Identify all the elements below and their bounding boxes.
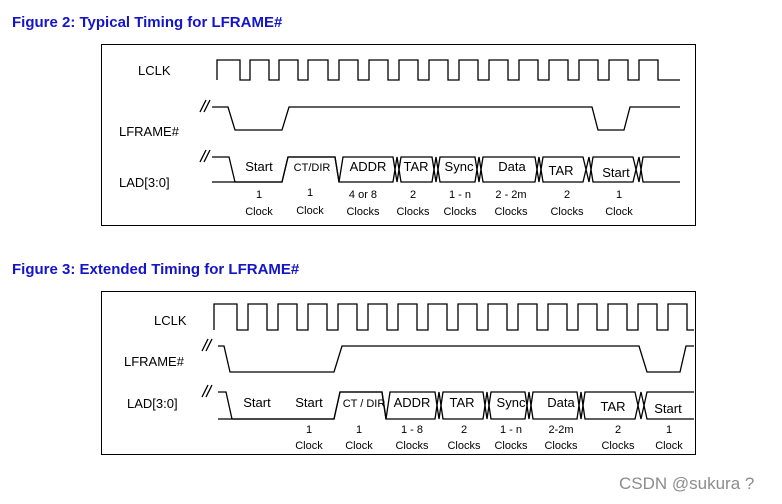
phase-unit: Clock	[605, 206, 633, 218]
phase-count: 2-2m	[548, 424, 573, 436]
phase-count: 2	[410, 189, 416, 201]
phase-label: Sync	[497, 395, 526, 410]
phase-unit: Clock	[295, 440, 323, 452]
phase-unit: Clocks	[443, 206, 477, 218]
phase-label: TAR	[600, 399, 625, 414]
figure-3-diagram: LCLK LFRAME# LAD[3:0] Start Start CT / D…	[101, 291, 696, 455]
watermark: CSDN @sukura ?	[619, 474, 755, 493]
phase-count: 1 - n	[449, 189, 471, 201]
phase-unit: Clocks	[494, 206, 528, 218]
phase-unit: Clock	[345, 440, 373, 452]
phase-unit: Clocks	[550, 206, 584, 218]
phase-label: Start	[295, 395, 323, 410]
phase-count: 1	[306, 424, 312, 436]
lad-break-mark	[201, 384, 213, 398]
phase-label: Start	[245, 159, 273, 174]
lframe-waveform	[212, 106, 680, 131]
figure-2-title: Figure 2: Typical Timing for LFRAME#	[12, 14, 283, 31]
phase-count: 2	[461, 424, 467, 436]
lad-waveform-bottom	[212, 156, 680, 183]
phase-label: Start	[602, 165, 630, 180]
lclk-waveform	[213, 303, 694, 331]
lad-label: LAD[3:0]	[119, 175, 170, 190]
lframe-break-mark	[199, 99, 211, 113]
phase-unit: Clocks	[494, 440, 528, 452]
phase-label: TAR	[403, 159, 428, 174]
lframe-label: LFRAME#	[124, 354, 185, 369]
phase-unit: Clocks	[544, 440, 578, 452]
phase-label: Sync	[445, 159, 474, 174]
lad-waveform-bottom	[218, 391, 694, 420]
phase-label: Data	[498, 159, 526, 174]
phase-unit: Clocks	[346, 206, 380, 218]
lframe-label: LFRAME#	[119, 124, 180, 139]
phase-count: 1	[356, 424, 362, 436]
phase-count: 1	[616, 189, 622, 201]
figure-3-waveforms: LCLK LFRAME# LAD[3:0] Start Start CT / D…	[124, 303, 694, 452]
phase-count: 2	[615, 424, 621, 436]
phase-unit: Clocks	[396, 206, 430, 218]
lframe-waveform	[218, 345, 694, 373]
figure-2-diagram: LCLK LFRAME# LAD[3:0] Start CT/DIR ADDR …	[101, 44, 696, 226]
lclk-waveform	[216, 59, 680, 81]
phase-unit: Clocks	[395, 440, 429, 452]
phase-label: ADDR	[350, 159, 387, 174]
phase-unit: Clock	[296, 205, 324, 217]
phase-count: 1	[256, 189, 262, 201]
phase-count: 1 - 8	[401, 424, 423, 436]
lframe-break-mark	[201, 338, 213, 352]
lad-break-mark	[199, 149, 211, 163]
figure-2-waveforms: LCLK LFRAME# LAD[3:0] Start CT/DIR ADDR …	[119, 59, 680, 218]
phase-count: 4 or 8	[349, 189, 377, 201]
phase-unit: Clock	[655, 440, 683, 452]
figure-3-title: Figure 3: Extended Timing for LFRAME#	[12, 261, 300, 278]
phase-unit: Clocks	[601, 440, 635, 452]
lclk-label: LCLK	[138, 63, 171, 78]
phase-unit: Clock	[245, 206, 273, 218]
phase-label: TAR	[548, 163, 573, 178]
phase-label: CT / DIR	[343, 398, 386, 410]
lad-label: LAD[3:0]	[127, 396, 178, 411]
lclk-label: LCLK	[154, 313, 187, 328]
phase-count: 2 - 2m	[495, 189, 526, 201]
phase-label: CT/DIR	[294, 162, 331, 174]
phase-label: Start	[243, 395, 271, 410]
phase-label: ADDR	[394, 395, 431, 410]
phase-count: 1	[666, 424, 672, 436]
phase-count: 1	[307, 187, 313, 199]
phase-label: Data	[547, 395, 575, 410]
phase-label: Start	[654, 401, 682, 416]
phase-count: 1 - n	[500, 424, 522, 436]
phase-unit: Clocks	[447, 440, 481, 452]
phase-label: TAR	[449, 395, 474, 410]
phase-count: 2	[564, 189, 570, 201]
